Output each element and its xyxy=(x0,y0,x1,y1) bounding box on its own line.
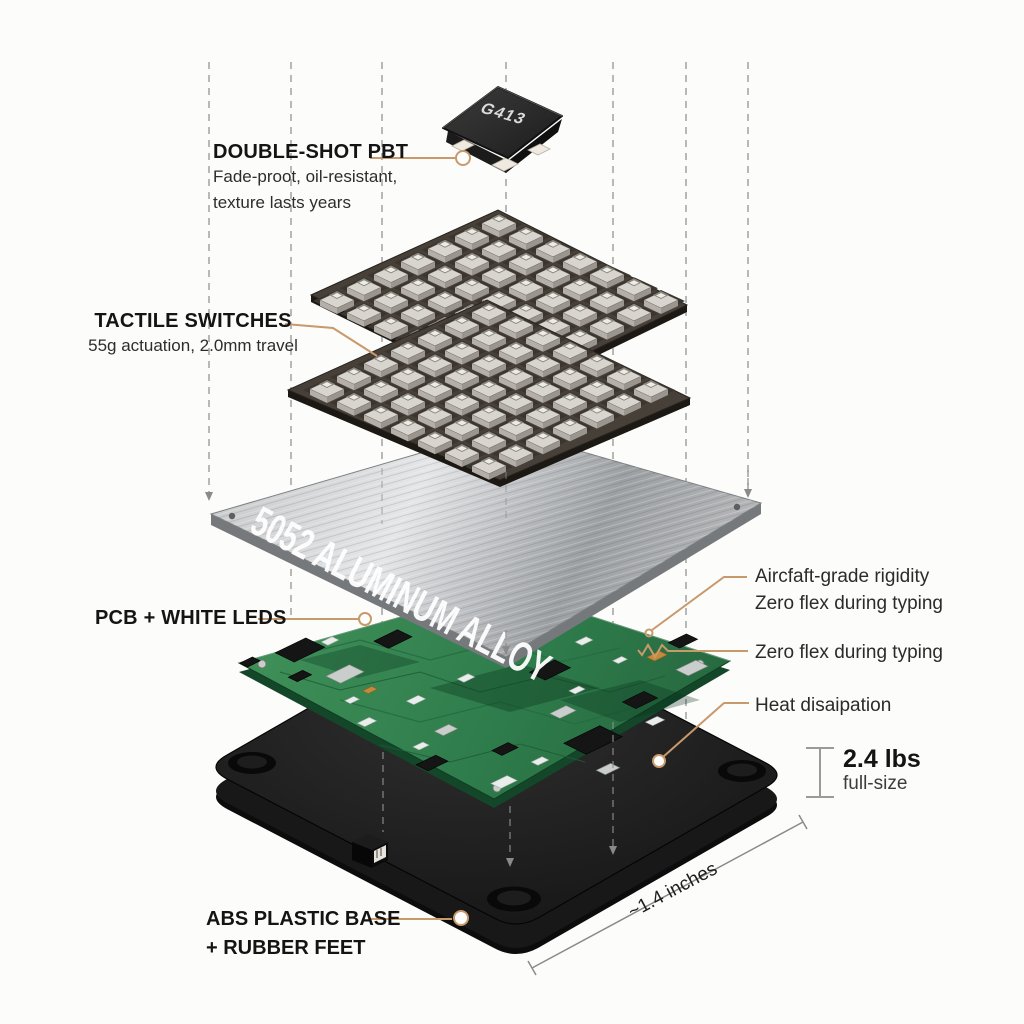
label-desc: texture lasts years xyxy=(213,193,351,212)
label-abs-base: ABS PLASTIC BASE + RUBBER FEET xyxy=(206,905,400,963)
label-heat-dissipation: Heat disaipation xyxy=(755,695,892,716)
label-line: Aircfaft-grade rigidity xyxy=(755,566,930,587)
label-title: DOUBLE-SHOT PBT xyxy=(213,141,409,163)
height-dimension xyxy=(806,747,834,798)
guide-arrow xyxy=(205,492,213,501)
weight-sub: full-size xyxy=(843,773,908,794)
keycap: G413 xyxy=(442,86,563,173)
label-pcb-leds: PCB + WHITE LEDS xyxy=(95,607,287,630)
depth-dimension xyxy=(527,814,808,976)
guide-arrows xyxy=(502,489,752,867)
label-line: + RUBBER FEET xyxy=(206,937,366,959)
label-line: Zero flex during typing xyxy=(755,593,943,614)
label-title: PCB + WHITE LEDS xyxy=(95,607,287,629)
pcb-components xyxy=(239,629,709,789)
label-double-shot-pbt: DOUBLE-SHOT PBT Fade-proot, oil-resistan… xyxy=(213,141,408,216)
usb-connector xyxy=(352,834,388,868)
rubber-feet xyxy=(228,752,766,912)
label-title: TACTILE SWITCHES xyxy=(94,310,292,332)
label-zero-flex: Zero flex during typing xyxy=(755,642,943,663)
switch-plate-upper xyxy=(309,209,689,399)
leader-lines xyxy=(258,150,749,926)
pcb-traces xyxy=(279,639,666,763)
label-line: ABS PLASTIC BASE xyxy=(206,908,401,930)
projection-guides-overlay xyxy=(381,468,749,858)
label-desc: 55g actuation, 2.0mm travel xyxy=(88,336,298,355)
switch-plate-lower xyxy=(286,299,692,487)
label-desc: Fade-proot, oil-resistant, xyxy=(213,167,398,186)
label-weight: 2.4 lbs full-size xyxy=(843,746,921,796)
label-rigidity: Aircfaft-grade rigidity Zero flex during… xyxy=(755,563,943,617)
weight-value: 2.4 lbs xyxy=(843,745,921,773)
label-tactile-switches: TACTILE SWITCHES 55g actuation, 2.0mm tr… xyxy=(62,310,324,359)
